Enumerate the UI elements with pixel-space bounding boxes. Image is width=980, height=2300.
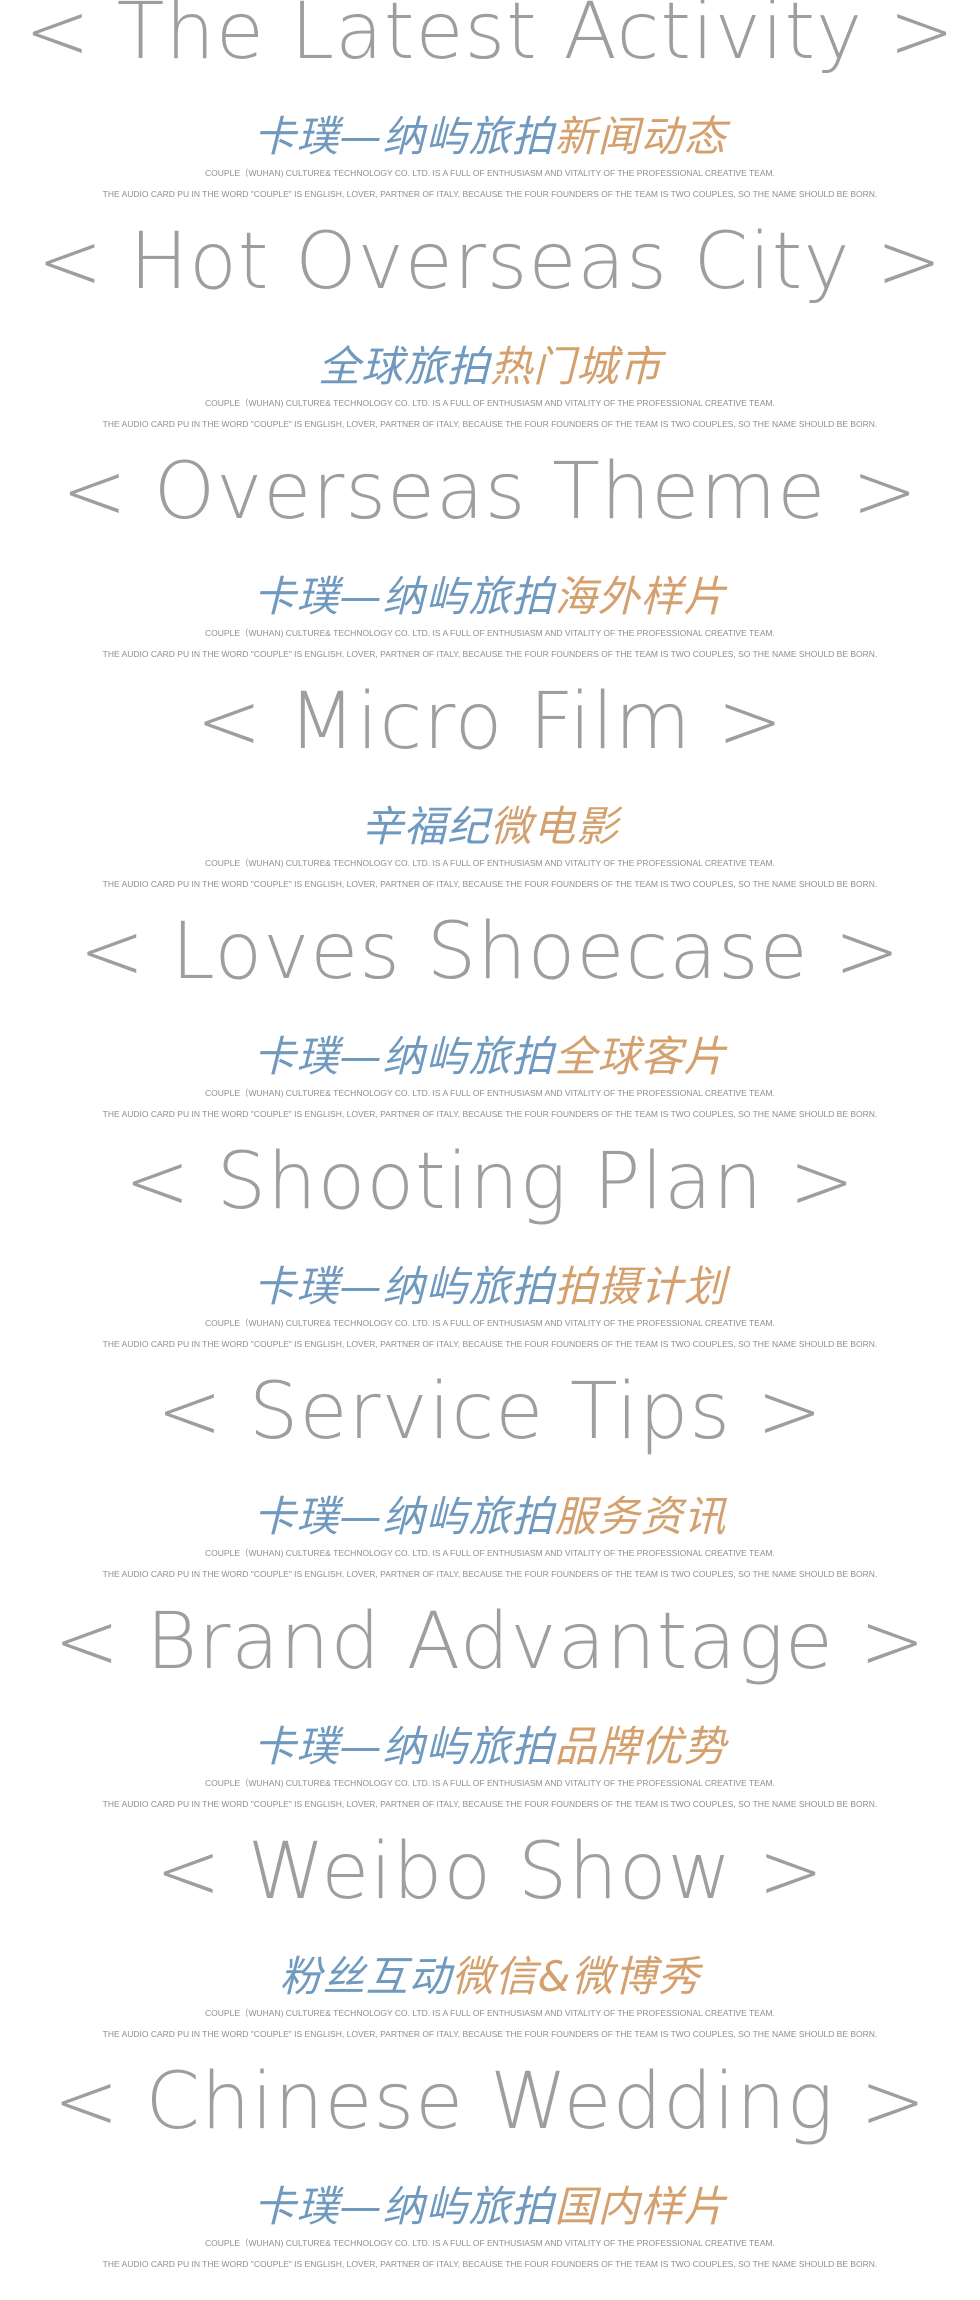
- section-latest-activity: < The Latest Activity > 卡璞—纳屿旅拍新闻动态 COUP…: [0, 0, 980, 204]
- heading-cn-gold: 服务资讯: [554, 1492, 727, 1541]
- section-loves-showcase: < Loves Shoecase > 卡璞—纳屿旅拍全球客片 COUPLE（WU…: [0, 906, 980, 1124]
- section-heading-cn: 卡璞—纳屿旅拍服务资讯: [0, 1492, 980, 1542]
- section-heading-en: < Shooting Plan >: [124, 1137, 856, 1227]
- section-description-line-1: COUPLE（WUHAN) CULTURE& TECHNOLOGY CO. LT…: [205, 398, 775, 408]
- heading-cn-blue: 卡璞—纳屿旅拍: [253, 1492, 555, 1541]
- section-description-line-2: THE AUDIO CARD PU IN THE WORD "COUPLE" I…: [102, 1569, 878, 1579]
- section-heading-en: < Service Tips >: [156, 1367, 824, 1457]
- heading-cn-gold: 品牌优势: [554, 1722, 727, 1771]
- section-shooting-plan: < Shooting Plan > 卡璞—纳屿旅拍拍摄计划 COUPLE（WUH…: [0, 1136, 980, 1354]
- heading-cn-blue: 卡璞—纳屿旅拍: [253, 2182, 555, 2231]
- heading-cn-blue: 卡璞—纳屿旅拍: [253, 1722, 555, 1771]
- heading-cn-blue: 粉丝互动: [279, 1952, 452, 2001]
- section-heading-en: < Weibo Show >: [155, 1827, 825, 1917]
- heading-cn-blue: 全球旅拍: [317, 342, 490, 391]
- section-hot-overseas-city: < Hot Overseas City > 全球旅拍热门城市 COUPLE（WU…: [0, 216, 980, 434]
- heading-cn-gold: 热门城市: [490, 342, 663, 391]
- section-description-line-2: THE AUDIO CARD PU IN THE WORD "COUPLE" I…: [102, 2029, 878, 2039]
- heading-cn-blue: 卡璞—纳屿旅拍: [253, 112, 555, 161]
- section-heading-en: < Chinese Wedding >: [53, 2057, 927, 2147]
- section-heading-cn: 卡璞—纳屿旅拍全球客片: [0, 1032, 980, 1082]
- section-heading-en: < Micro Film >: [196, 677, 784, 767]
- section-description-line-2: THE AUDIO CARD PU IN THE WORD "COUPLE" I…: [102, 879, 878, 889]
- section-heading-cn: 卡璞—纳屿旅拍拍摄计划: [0, 1262, 980, 1312]
- section-description-line-1: COUPLE（WUHAN) CULTURE& TECHNOLOGY CO. LT…: [205, 858, 775, 868]
- section-brand-advantage: < Brand Advantage > 卡璞—纳屿旅拍品牌优势 COUPLE（W…: [0, 1596, 980, 1814]
- heading-cn-blue: 卡璞—纳屿旅拍: [253, 572, 555, 621]
- section-micro-film: < Micro Film > 辛福纪微电影 COUPLE（WUHAN) CULT…: [0, 676, 980, 894]
- section-overseas-theme: < Overseas Theme > 卡璞—纳屿旅拍海外样片 COUPLE（WU…: [0, 446, 980, 664]
- section-description-line-2: THE AUDIO CARD PU IN THE WORD "COUPLE" I…: [102, 189, 878, 199]
- heading-cn-gold: 海外样片: [554, 572, 727, 621]
- heading-cn-gold: 拍摄计划: [554, 1262, 727, 1311]
- section-heading-cn: 卡璞—纳屿旅拍海外样片: [0, 572, 980, 622]
- heading-cn-blue: 辛福纪: [360, 802, 490, 851]
- section-description-line-1: COUPLE（WUHAN) CULTURE& TECHNOLOGY CO. LT…: [205, 1318, 775, 1328]
- section-weibo-show: < Weibo Show > 粉丝互动微信&微博秀 COUPLE（WUHAN) …: [0, 1826, 980, 2044]
- heading-cn-gold: 微电影: [490, 802, 620, 851]
- heading-cn-gold: 全球客片: [554, 1032, 727, 1081]
- section-description-line-1: COUPLE（WUHAN) CULTURE& TECHNOLOGY CO. LT…: [205, 1548, 775, 1558]
- section-heading-cn: 卡璞—纳屿旅拍国内样片: [0, 2182, 980, 2232]
- section-heading-cn: 粉丝互动微信&微博秀: [0, 1952, 980, 2002]
- heading-cn-blue: 卡璞—纳屿旅拍: [253, 1262, 555, 1311]
- section-description-line-1: COUPLE（WUHAN) CULTURE& TECHNOLOGY CO. LT…: [205, 2008, 775, 2018]
- section-description-line-2: THE AUDIO CARD PU IN THE WORD "COUPLE" I…: [102, 419, 878, 429]
- section-service-tips: < Service Tips > 卡璞—纳屿旅拍服务资讯 COUPLE（WUHA…: [0, 1366, 980, 1584]
- section-description-line-2: THE AUDIO CARD PU IN THE WORD "COUPLE" I…: [102, 1339, 878, 1349]
- section-description-line-2: THE AUDIO CARD PU IN THE WORD "COUPLE" I…: [102, 1799, 878, 1809]
- section-heading-en: < Overseas Theme >: [61, 447, 919, 537]
- section-heading-en: < Loves Shoecase >: [79, 907, 901, 997]
- section-description-line-2: THE AUDIO CARD PU IN THE WORD "COUPLE" I…: [102, 2259, 878, 2269]
- heading-cn-gold: 微信&微博秀: [451, 1952, 701, 2001]
- section-description-line-1: COUPLE（WUHAN) CULTURE& TECHNOLOGY CO. LT…: [205, 628, 775, 638]
- section-heading-cn: 卡璞—纳屿旅拍新闻动态: [0, 112, 980, 162]
- section-heading-en: < The Latest Activity >: [24, 0, 956, 77]
- section-description-line-1: COUPLE（WUHAN) CULTURE& TECHNOLOGY CO. LT…: [205, 1778, 775, 1788]
- heading-cn-blue: 卡璞—纳屿旅拍: [253, 1032, 555, 1081]
- section-description-line-2: THE AUDIO CARD PU IN THE WORD "COUPLE" I…: [102, 649, 878, 659]
- section-description-line-1: COUPLE（WUHAN) CULTURE& TECHNOLOGY CO. LT…: [205, 1088, 775, 1098]
- section-heading-en: < Hot Overseas City >: [37, 217, 943, 307]
- heading-cn-gold: 新闻动态: [554, 112, 727, 161]
- section-description-line-2: THE AUDIO CARD PU IN THE WORD "COUPLE" I…: [102, 1109, 878, 1119]
- section-description-line-1: COUPLE（WUHAN) CULTURE& TECHNOLOGY CO. LT…: [205, 168, 775, 178]
- heading-cn-gold: 国内样片: [554, 2182, 727, 2231]
- section-chinese-wedding: < Chinese Wedding > 卡璞—纳屿旅拍国内样片 COUPLE（W…: [0, 2056, 980, 2274]
- section-description-line-1: COUPLE（WUHAN) CULTURE& TECHNOLOGY CO. LT…: [205, 2238, 775, 2248]
- section-heading-cn: 辛福纪微电影: [0, 802, 980, 852]
- section-heading-cn: 卡璞—纳屿旅拍品牌优势: [0, 1722, 980, 1772]
- section-heading-cn: 全球旅拍热门城市: [0, 342, 980, 392]
- section-heading-en: < Brand Advantage >: [53, 1597, 927, 1687]
